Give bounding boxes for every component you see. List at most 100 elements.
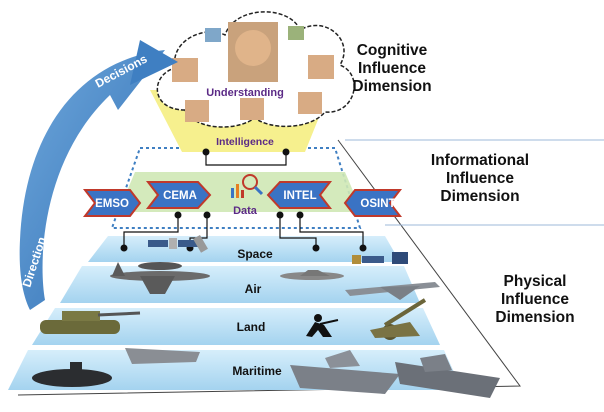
chevron-osint-label: OSINT: [360, 198, 395, 210]
layer-maritime-label: Maritime: [232, 364, 282, 378]
tank-icon: [40, 311, 141, 334]
satellite-icon: [352, 255, 384, 264]
physical-dimension-label: Physical Influence Dimension: [470, 273, 600, 327]
informational-dimension-label: Informational Influence Dimension: [410, 152, 550, 206]
satellite-panel: [178, 240, 198, 247]
artillery-carriage: [370, 322, 420, 338]
submarine-hull: [32, 369, 112, 387]
aircraft-tail: [112, 262, 125, 276]
jet-wing: [380, 286, 420, 300]
decisions-arrow: [19, 50, 165, 310]
frigate-hull: [395, 362, 500, 398]
soldier-icon: [306, 314, 339, 337]
dimension-label-line: Influence: [445, 170, 515, 187]
face-thumbnail: [308, 55, 334, 79]
connector-dot: [174, 211, 182, 219]
soldier-rifle: [319, 319, 339, 325]
chevron-osint: OSINT: [343, 189, 403, 217]
pyramid-outline: [17, 139, 521, 396]
satellite-body: [352, 255, 361, 264]
chevron-emso-label: EMSO: [95, 198, 129, 210]
chevron-shape: [343, 189, 403, 217]
connector-line: [205, 152, 287, 166]
data-magnifier-icon: [231, 174, 264, 198]
dimension-label-line: Informational: [430, 152, 530, 169]
submarine-icon: [32, 362, 112, 387]
craft-hull: [125, 348, 200, 364]
dimension-label-line: Physical: [503, 273, 567, 290]
face-thumbnail: [298, 92, 322, 114]
face-thumbnail: [185, 100, 209, 122]
connector-dot: [296, 211, 304, 219]
dimension-label-line: Influence: [500, 291, 570, 308]
magnifier-handle: [253, 185, 264, 196]
destroyer-icon: [290, 350, 400, 394]
chevron-cema: CEMA: [145, 181, 212, 209]
connector-dot: [282, 148, 290, 156]
dimension-label-line: Dimension: [352, 78, 432, 95]
landing-craft-icon: [125, 348, 200, 364]
frigate-superstructure: [420, 354, 452, 372]
satellite-body: [169, 238, 177, 249]
cognitive-dimension-label: Cognitive Influence Dimension: [332, 42, 452, 96]
data-bar: [231, 188, 234, 198]
connector-line: [279, 215, 317, 248]
cognitive-cloud: [156, 11, 355, 128]
face-thumbnail: [240, 98, 264, 120]
dimension-label-line: Cognitive: [356, 42, 428, 59]
connector-dot: [276, 211, 284, 219]
understanding-label: Understanding: [206, 87, 284, 99]
destroyer-hull: [290, 365, 400, 394]
intelligence-label: Intelligence: [216, 136, 274, 148]
frigate-icon: [395, 354, 500, 398]
satellite-body: [193, 234, 208, 253]
artillery-icon: [370, 298, 427, 340]
data-bar: [236, 184, 239, 198]
data-bar: [241, 190, 244, 198]
submarine-sail: [70, 362, 82, 372]
dimension-label-line: Dimension: [495, 309, 575, 326]
satellite-icon: [148, 238, 198, 249]
drone-wing: [300, 270, 330, 276]
chevron-intel-label: INTEL: [283, 190, 316, 202]
chevron-intel: INTEL: [266, 181, 333, 209]
awacs-aircraft-icon: [110, 262, 210, 294]
tank-turret: [62, 311, 100, 321]
connector-dot: [312, 244, 320, 252]
dimension-label-line: Influence: [357, 60, 427, 77]
satellite-panel: [148, 240, 168, 247]
informational-band: [110, 147, 362, 229]
artillery-barrel: [383, 298, 427, 327]
face-thumbnail: [205, 28, 221, 42]
face-thumbnails: [172, 22, 334, 122]
aircraft-wing: [140, 276, 175, 294]
data-label: Data: [233, 205, 258, 217]
connector-dots: [120, 148, 367, 252]
connector-dot: [359, 244, 367, 252]
chevron-cema-label: CEMA: [163, 190, 197, 202]
layer-land: [32, 308, 440, 345]
dimension-label-line: Dimension: [440, 188, 520, 205]
satellite-panel: [362, 256, 384, 263]
aircraft-radome: [138, 262, 182, 270]
layer-land-label: Land: [237, 320, 266, 334]
chevron-shape: [266, 181, 333, 209]
magnifier-lens: [242, 174, 258, 190]
layer-space-label: Space: [237, 247, 273, 261]
satellite-panel: [392, 252, 408, 264]
face-thumbnail: [235, 30, 271, 66]
fighter-jet-icon: [345, 282, 440, 300]
satellite-icon: [193, 234, 208, 253]
chevron-emso: EMSO: [82, 189, 142, 217]
tank-barrel: [97, 311, 141, 317]
info-chevrons: EMSO CEMA INTEL OSINT: [82, 181, 403, 217]
destroyer-superstructure: [325, 350, 360, 368]
soldier-body: [306, 322, 332, 337]
chevron-shape: [82, 189, 142, 217]
connector-line: [299, 215, 364, 248]
soldier-head: [314, 314, 322, 322]
decisions-arrowhead: [130, 40, 178, 85]
layer-air-label: Air: [245, 282, 262, 296]
tank-hull: [40, 320, 120, 334]
